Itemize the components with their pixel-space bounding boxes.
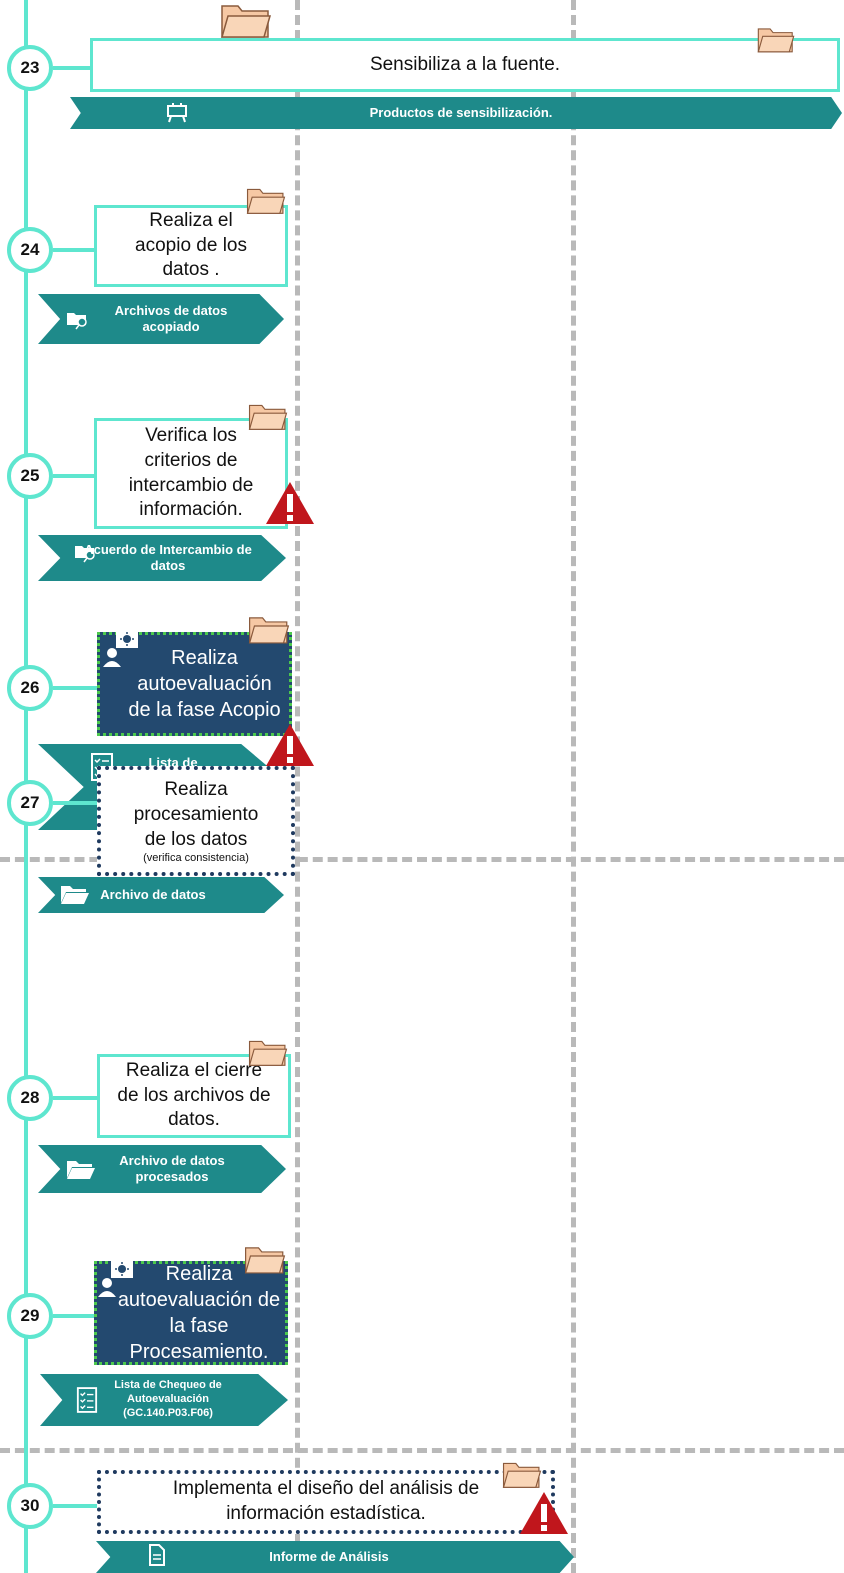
checklist-icon (76, 1385, 98, 1419)
output-label: Lista de Chequeo de Autoevaluación (GC.1… (114, 1379, 222, 1419)
connector (53, 66, 91, 70)
output-label: Archivos de datos acopiado (114, 302, 228, 334)
activity-box[interactable]: Implementa el diseño del análisis de inf… (97, 1470, 555, 1534)
folder-search-icon (74, 541, 98, 567)
step-number: 30 (7, 1483, 53, 1529)
activity-box[interactable]: Verifica los criterios de intercambio de… (94, 418, 288, 529)
activity-text: Realiza procesamiento de los datos (133, 779, 259, 850)
connector (53, 1096, 98, 1100)
activity-text: Realiza autoevaluación de la fase Proces… (117, 1263, 281, 1363)
activity-text: Realiza el cierre de los archivos de dat… (117, 1059, 271, 1131)
output-label: Archivo de datos procesados (119, 1152, 225, 1184)
activity-box[interactable]: Realiza el cierre de los archivos de dat… (97, 1054, 291, 1138)
activity-text: Realiza el acopio de los datos . (135, 209, 247, 281)
output-arrow[interactable]: Lista de Chequeo de Autoevaluación (GC.1… (40, 1374, 288, 1426)
connector (53, 474, 95, 478)
self-evaluation-box[interactable]: Realiza autoevaluación de la fase Acopio (97, 632, 292, 736)
output-arrow[interactable]: Acuerdo de Intercambio de datos (38, 535, 286, 581)
open-folder-icon (66, 1158, 96, 1184)
warning-icon (518, 1490, 570, 1541)
lane-divider-2 (571, 0, 576, 1573)
activity-text: Sensibiliza a la fuente. (369, 53, 561, 75)
activity-note: (verifica consistencia) (143, 851, 249, 864)
step-number: 24 (7, 227, 53, 273)
easel-icon (165, 103, 189, 127)
folder-icon (220, 2, 272, 45)
activity-text: Realiza autoevaluación de la fase Acopio (128, 647, 281, 721)
folder-icon (244, 1244, 286, 1281)
output-arrow[interactable]: Productos de sensibilización. (70, 97, 842, 129)
output-label: Acuerdo de Intercambio de datos (84, 541, 252, 573)
activity-box[interactable]: Realiza el acopio de los datos . (94, 205, 288, 287)
step-number: 25 (7, 453, 53, 499)
open-folder-icon (60, 883, 90, 909)
step-number: 27 (7, 780, 53, 826)
folder-icon (502, 1460, 542, 1495)
self-evaluation-box[interactable]: Realiza autoevaluación de la fase Proces… (94, 1261, 288, 1365)
phase-divider-1 (0, 857, 844, 862)
warning-icon (264, 480, 316, 531)
step-number: 26 (7, 665, 53, 711)
folder-icon (248, 402, 288, 437)
activity-text: Implementa el diseño del análisis de inf… (172, 1478, 480, 1524)
connector (53, 1314, 95, 1318)
folder-icon (756, 26, 796, 59)
activity-box[interactable]: Realiza procesamiento de los datos (veri… (97, 766, 295, 876)
connector (53, 1504, 98, 1508)
person-idea-icon (97, 1258, 135, 1303)
output-label: Informe de Análisis (269, 1548, 389, 1564)
folder-icon (248, 1038, 288, 1073)
output-arrow[interactable]: Archivo de datos (38, 877, 284, 913)
connector (53, 248, 95, 252)
folder-search-icon (66, 308, 90, 334)
output-arrow[interactable]: Archivos de datos acopiado (38, 294, 284, 344)
folder-icon (248, 614, 290, 651)
phase-divider-2 (0, 1448, 844, 1453)
warning-icon (264, 722, 316, 773)
connector (53, 686, 98, 690)
step-number: 23 (7, 45, 53, 91)
lane-divider-1 (295, 0, 300, 1573)
activity-box[interactable]: Sensibiliza a la fuente. (90, 38, 840, 92)
output-label: Archivo de datos (100, 886, 206, 902)
output-arrow[interactable]: Archivo de datos procesados (38, 1145, 286, 1193)
step-number: 29 (7, 1293, 53, 1339)
document-icon (148, 1543, 166, 1571)
activity-text: Verifica los criterios de intercambio de… (128, 425, 254, 521)
output-label: Productos de sensibilización. (369, 104, 553, 120)
step-number: 28 (7, 1075, 53, 1121)
person-idea-icon (102, 628, 140, 673)
connector (53, 801, 98, 805)
output-arrow[interactable]: Informe de Análisis (96, 1541, 574, 1573)
folder-icon (246, 186, 286, 221)
